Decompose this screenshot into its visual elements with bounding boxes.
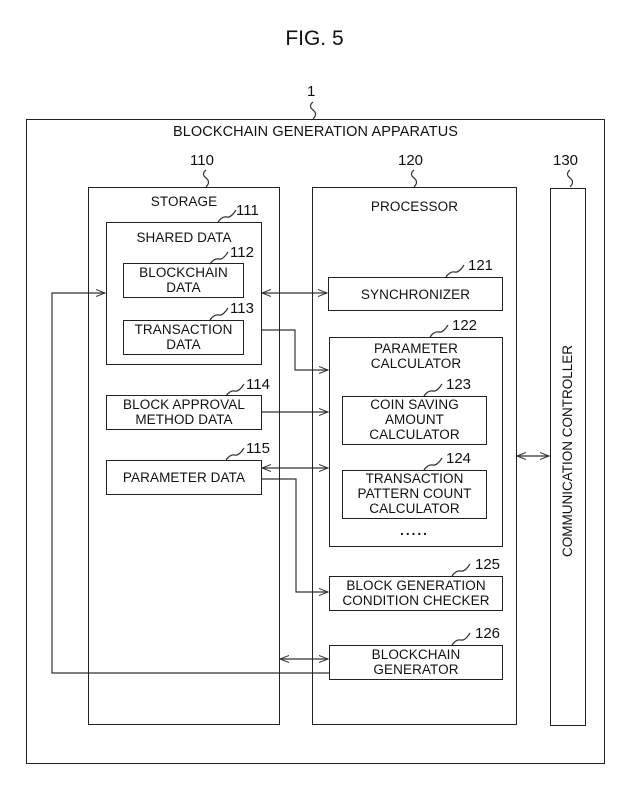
leader-125 — [451, 563, 471, 577]
parameter-calculator-label: PARAMETER CALCULATOR — [370, 341, 462, 371]
transaction-pattern-count-calculator-box — [342, 470, 487, 519]
leader-110 — [202, 169, 210, 188]
leader-111 — [217, 209, 237, 223]
wire-transaction-to-paramcalc — [262, 329, 328, 370]
synchronizer-box — [328, 277, 503, 311]
transaction-data-box — [123, 320, 244, 355]
communication-controller-label: COMMUNICATION CONTROLLER — [560, 344, 575, 557]
leader-123 — [423, 383, 443, 397]
ref-121: 121 — [468, 257, 494, 274]
blockchain-generation-apparatus — [26, 119, 605, 764]
coin-saving-amount-calculator-label: COIN SAVING AMOUNT CALCULATOR — [369, 397, 460, 442]
ref-122: 122 — [452, 317, 478, 334]
leader-115 — [225, 447, 245, 461]
ref-123: 123 — [446, 376, 472, 393]
leader-112 — [209, 251, 229, 265]
leader-113 — [209, 307, 229, 321]
block-approval-method-data-box — [106, 395, 262, 430]
figure-title: FIG. 5 — [285, 27, 344, 50]
transaction-data-label: TRANSACTION DATA — [134, 322, 233, 352]
leader-126 — [451, 632, 471, 646]
parameter-calculator-box — [329, 337, 503, 547]
blockchain-data-box — [123, 263, 244, 298]
block-approval-method-data-label: BLOCK APPROVAL METHOD DATA — [123, 397, 245, 427]
communication-controller-box — [550, 188, 586, 726]
leader-1 — [309, 101, 317, 120]
shared-data-label: SHARED DATA — [136, 230, 232, 245]
storage-label: STORAGE — [150, 194, 218, 209]
ref-112: 112 — [230, 244, 254, 261]
wire-generator-to-shared — [51, 293, 329, 674]
leader-120 — [410, 169, 418, 188]
more-calculators-ellipsis: ..... — [400, 523, 429, 538]
processor-box — [312, 187, 517, 725]
blockchain-data-label: BLOCKCHAIN DATA — [139, 265, 228, 295]
ref-126: 126 — [475, 625, 501, 642]
block-generation-condition-checker-box — [329, 576, 503, 611]
ref-115: 115 — [246, 440, 270, 457]
parameter-data-label: PARAMETER DATA — [122, 470, 246, 485]
leader-122 — [429, 324, 449, 338]
processor-label: PROCESSOR — [370, 199, 459, 214]
block-generation-condition-checker-label: BLOCK GENERATION CONDITION CHECKER — [342, 578, 490, 608]
transaction-pattern-count-calculator-label: TRANSACTION PATTERN COUNT CALCULATOR — [357, 471, 472, 516]
ref-1: 1 — [307, 83, 316, 100]
coin-saving-amount-calculator-box — [342, 396, 487, 445]
leader-124 — [423, 457, 443, 471]
ref-120: 120 — [398, 152, 424, 169]
ref-113: 113 — [230, 300, 254, 317]
blockchain-generator-box — [329, 645, 503, 680]
ref-130: 130 — [553, 152, 579, 169]
ref-114: 114 — [246, 376, 270, 393]
leader-114 — [225, 383, 245, 397]
storage-box — [88, 187, 280, 725]
parameter-data-box — [106, 460, 262, 495]
blockchain-generator-label: BLOCKCHAIN GENERATOR — [371, 647, 461, 677]
ref-125: 125 — [475, 556, 501, 573]
leader-121 — [445, 264, 465, 278]
synchronizer-label: SYNCHRONIZER — [360, 287, 471, 302]
ref-110: 110 — [190, 152, 214, 169]
ref-111: 111 — [236, 202, 259, 219]
apparatus-label: BLOCKCHAIN GENERATION APPARATUS — [172, 124, 459, 140]
shared-data-box — [106, 222, 262, 365]
leader-130 — [566, 169, 574, 188]
ref-124: 124 — [446, 450, 472, 467]
